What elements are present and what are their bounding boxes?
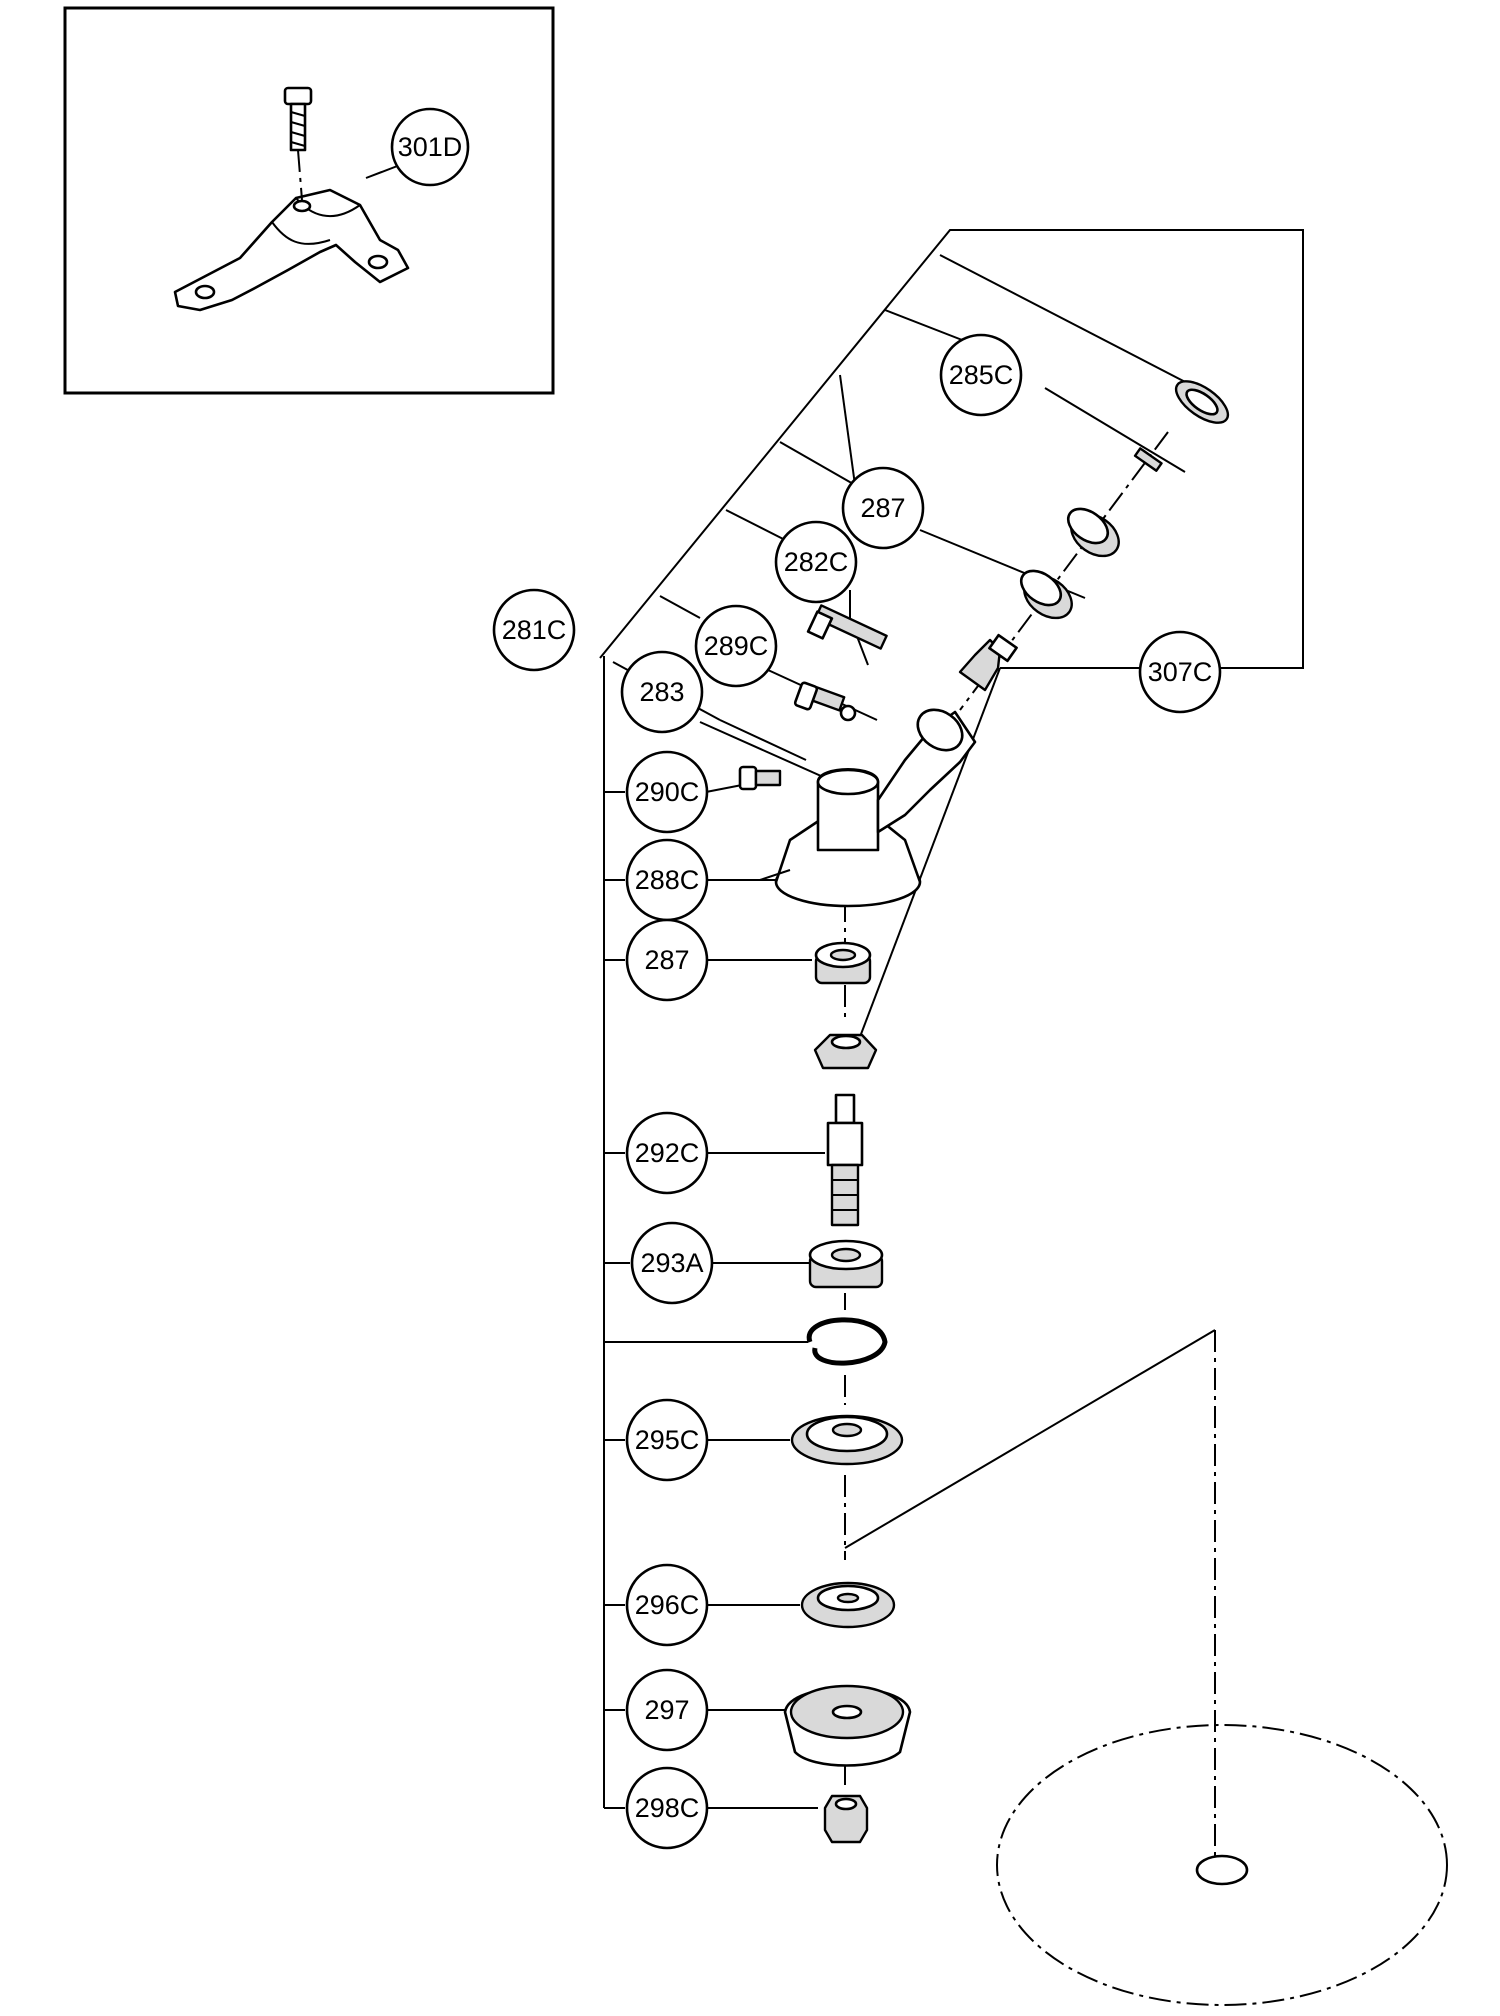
callout-label: 295C — [635, 1425, 700, 1455]
callout-label: 297 — [644, 1695, 689, 1725]
washer-295c — [790, 1414, 904, 1466]
bearing-287-upper — [1019, 507, 1120, 620]
cover-297 — [783, 1684, 912, 1767]
callout-label: 290C — [635, 777, 700, 807]
callout-292c: 292C — [625, 1111, 709, 1195]
inset-bracket — [173, 149, 410, 312]
drive-shaft — [826, 1093, 864, 1227]
callout-label: 296C — [635, 1590, 700, 1620]
callout-281c: 281C — [492, 588, 576, 672]
inset-panel — [63, 6, 555, 395]
nut-298c — [823, 1794, 869, 1844]
pinion-gear — [958, 633, 1018, 692]
callout-label: 285C — [949, 360, 1014, 390]
snap-ring — [806, 1317, 888, 1366]
callout-295c: 295C — [625, 1398, 709, 1482]
bevel-gear — [813, 1033, 878, 1070]
seal-ring-285c — [1133, 380, 1230, 472]
blade-disc — [996, 1724, 1448, 2006]
callout-287-lower: 287 — [625, 918, 709, 1002]
callout-296c: 296C — [625, 1563, 709, 1647]
callout-label: 283 — [639, 677, 684, 707]
gear-case — [759, 708, 977, 908]
callout-282c: 282C — [774, 520, 858, 604]
callout-label: 289C — [704, 631, 769, 661]
callout-290c: 290C — [625, 750, 709, 834]
bearing-293a — [808, 1239, 884, 1289]
leader-lines — [599, 229, 1304, 1862]
callout-301d: 301D — [390, 107, 470, 187]
bolt-290c — [738, 765, 782, 791]
callout-289c: 289C — [694, 604, 778, 688]
callout-293a: 293A — [630, 1221, 714, 1305]
holder-296c — [800, 1581, 896, 1629]
callout-307c: 307C — [1138, 630, 1222, 714]
bolt-289c — [793, 681, 857, 722]
assembly-axis — [844, 431, 1169, 1785]
callout-label: 287 — [860, 493, 905, 523]
callout-label: 292C — [635, 1138, 700, 1168]
callout-label: 287 — [644, 945, 689, 975]
callout-label: 293A — [640, 1248, 703, 1278]
callout-label: 298C — [635, 1793, 700, 1823]
callout-285c: 285C — [939, 333, 1023, 417]
callout-288c: 288C — [625, 838, 709, 922]
bearing-287-lower — [814, 941, 872, 985]
callout-287-upper: 287 — [841, 466, 925, 550]
callout-label: 281C — [502, 615, 567, 645]
callout-label: 282C — [784, 547, 849, 577]
callout-283: 283 — [620, 650, 704, 734]
callout-label: 301D — [398, 132, 463, 162]
callout-label: 307C — [1148, 657, 1213, 687]
bolt-282c — [806, 604, 888, 650]
callout-297: 297 — [625, 1668, 709, 1752]
callout-298c: 298C — [625, 1766, 709, 1850]
callout-label: 288C — [635, 865, 700, 895]
inset-screw — [283, 86, 313, 152]
